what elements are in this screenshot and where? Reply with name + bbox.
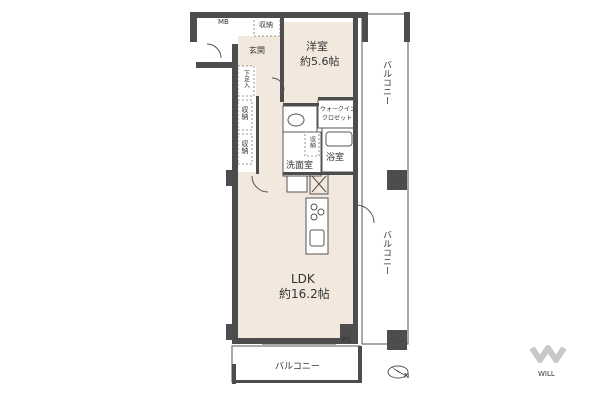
entrance-floor xyxy=(238,36,284,66)
compass-icon xyxy=(387,365,410,379)
stove-burner-icon xyxy=(310,203,318,211)
ldk-name: LDK xyxy=(291,272,316,286)
balcony-bottom xyxy=(231,345,361,383)
bath-label: 浴室 xyxy=(326,151,344,163)
storage-hall2-label: 収納 xyxy=(241,140,249,155)
storage-hall1-label: 収納 xyxy=(241,106,249,121)
logo-text: WILL xyxy=(538,370,555,378)
walls xyxy=(190,12,410,384)
walk-in-closet-label-2: クロゼット xyxy=(322,114,352,122)
ldk-size: 約16.2帖 xyxy=(279,286,330,301)
washroom-box xyxy=(282,131,322,177)
door-swing xyxy=(271,77,285,91)
basin-icon xyxy=(286,175,308,193)
fridge-x-2 xyxy=(311,175,327,193)
sink-icon xyxy=(309,229,325,247)
hall-floor xyxy=(256,66,284,176)
storage-top-label: 収納 xyxy=(259,20,273,29)
washroom-storage-box xyxy=(304,131,320,157)
washroom-storage-label: 収納 xyxy=(309,136,316,149)
western-room-floor xyxy=(283,22,355,106)
mb-label: MB xyxy=(218,18,229,26)
western-room-size: 約5.6帖 xyxy=(300,54,340,68)
balcony-bottom-label: バルコニー xyxy=(275,361,320,372)
ldk-floor xyxy=(238,172,356,338)
walk-in-closet-label-1: ウォークイン xyxy=(320,105,356,113)
bathtub-icon xyxy=(325,131,353,147)
washroom-label: 洗面室 xyxy=(286,159,313,171)
bath-box xyxy=(321,127,357,173)
will-logo xyxy=(529,345,567,363)
door-swing xyxy=(206,43,222,59)
ps-label: PS xyxy=(342,336,351,344)
door-swing xyxy=(251,175,269,193)
stove-burner-icon xyxy=(310,213,318,221)
door-swing xyxy=(355,204,375,224)
toilet-icon xyxy=(287,113,305,127)
kitchen-counter xyxy=(305,197,329,255)
walk-in-closet-box xyxy=(317,99,357,129)
compass-label: N xyxy=(404,372,409,380)
balcony-right-label: バルコニー xyxy=(381,60,392,105)
stove-burner-icon xyxy=(317,208,325,216)
entrance-storage-label: 下足入 xyxy=(243,70,250,88)
entrance-label: 玄関 xyxy=(249,45,265,55)
balcony-right-lower-label: バルコニー xyxy=(381,230,392,275)
western-room-name: 洋室 xyxy=(306,39,328,53)
